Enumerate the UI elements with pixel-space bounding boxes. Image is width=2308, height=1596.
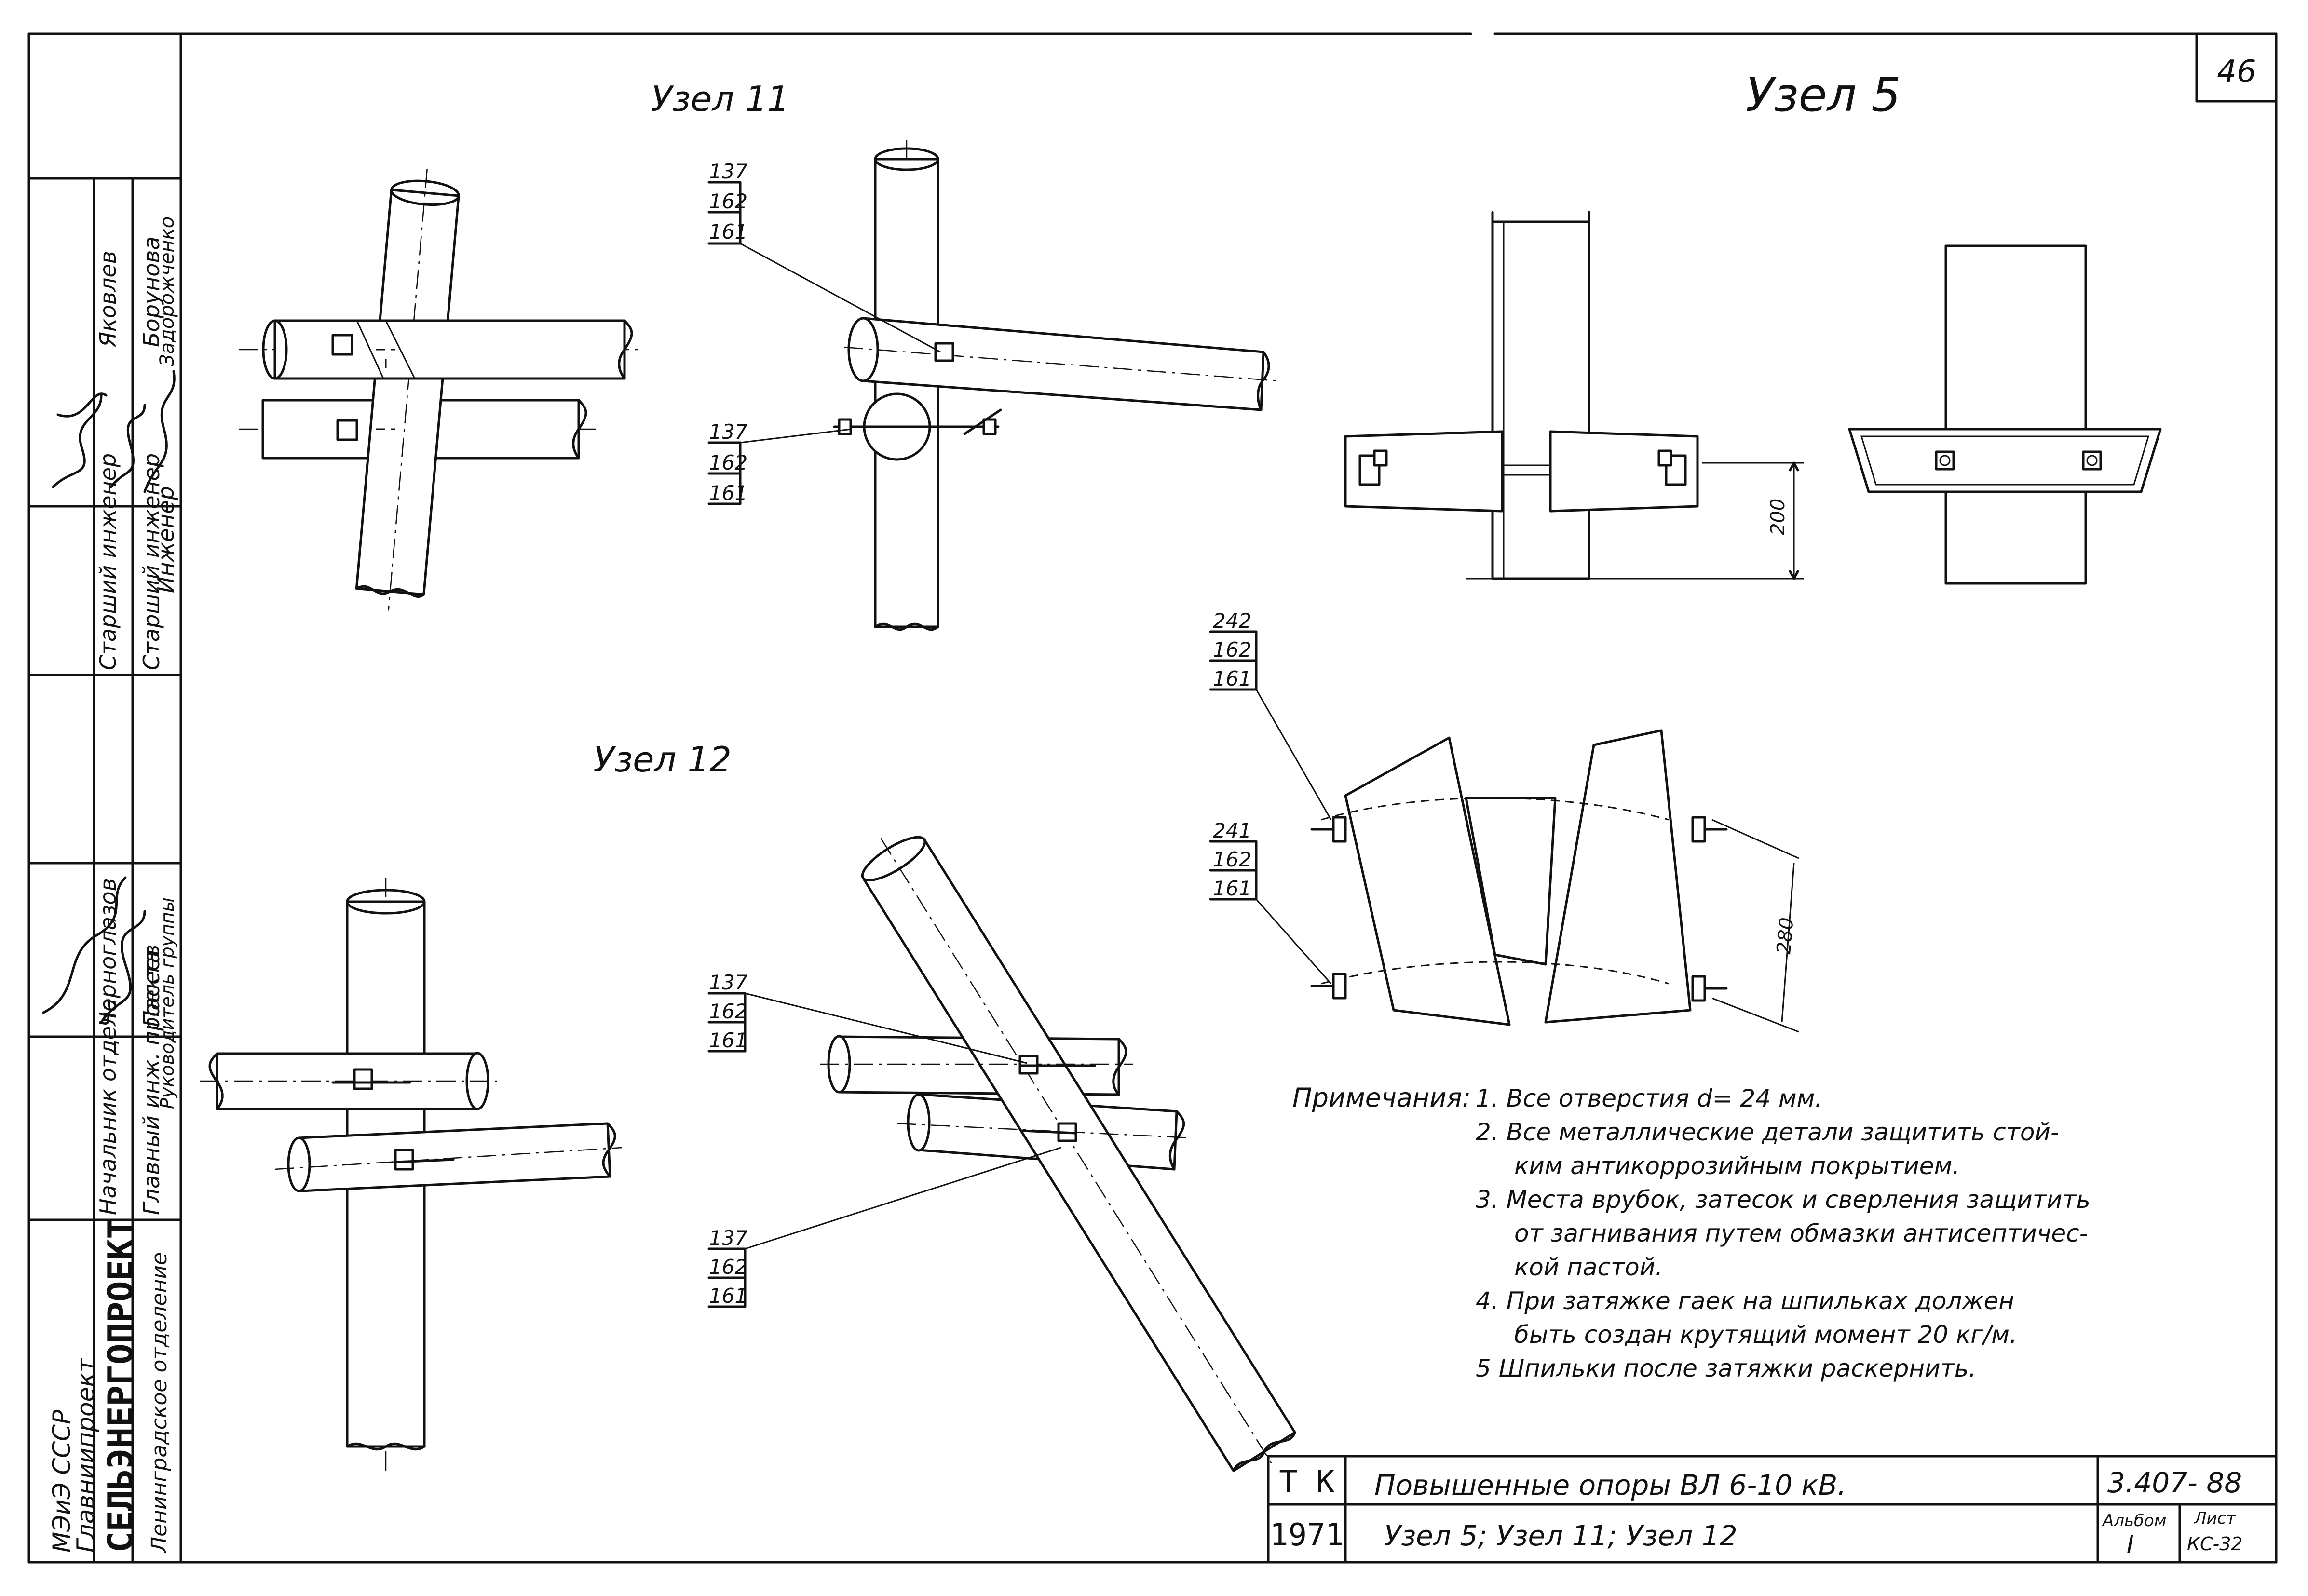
- role-label: Руководитель группы: [157, 897, 178, 1109]
- callout-label: 162: [709, 1255, 747, 1279]
- callout-label: 137: [709, 160, 747, 183]
- note-line: 1. Все отверстия d= 24 мм.: [1476, 1084, 1822, 1112]
- node5-title: Узел 5: [1746, 68, 1901, 122]
- org-institute: СЕЛЬЭНЕРГОПРОЕКТ: [100, 1218, 141, 1553]
- callout-label: 161: [709, 1284, 747, 1308]
- name-label: Пасеев: [138, 944, 164, 1027]
- drawing-code: 3.407- 88: [2107, 1466, 2242, 1499]
- role-label: Главный инж. проекта: [138, 950, 164, 1215]
- callout-label: 161: [1213, 667, 1251, 690]
- dimension-label: 200: [1767, 499, 1789, 535]
- node12-right-view: [820, 836, 1296, 1472]
- sheet-number-box: [2195, 32, 2278, 103]
- project-title: Повышенные опоры ВЛ 6-10 кВ.: [1374, 1469, 1846, 1501]
- callout-label: 137: [709, 1226, 747, 1250]
- callout-label: 162: [1213, 638, 1251, 662]
- note-line: быть создан крутящий момент 20 кг/м.: [1514, 1321, 2017, 1349]
- note-line: от загнивания путем обмазки антисептичес…: [1514, 1219, 2088, 1247]
- node12-callout-upper: [707, 992, 1028, 1064]
- left-stamp: [27, 177, 182, 1564]
- callout-label: 161: [1213, 877, 1251, 900]
- org-department: Главниипроект: [72, 1357, 100, 1553]
- org-ministry: МЭиЭ СССР: [48, 1409, 76, 1553]
- album-value: I: [2127, 1530, 2134, 1558]
- note-line: ким антикоррозийным покрытием.: [1514, 1152, 1960, 1180]
- callout-label: 162: [709, 189, 747, 213]
- sheet-title: Узел 5; Узел 11; Узел 12: [1384, 1519, 1738, 1552]
- callout-label: 162: [709, 451, 747, 474]
- sheet-number: 46: [2217, 54, 2256, 90]
- note-line: кой пастой.: [1514, 1253, 1663, 1281]
- node11-right-view: [833, 140, 1278, 631]
- notes: Примечания: 1. Все отверстия d= 24 мм. 2…: [1292, 1082, 2091, 1382]
- dimension-label: 280: [1773, 917, 1798, 955]
- role-label: Старший инженер: [95, 453, 121, 670]
- note-line: 3. Места врубок, затесок и сверления защ…: [1476, 1186, 2091, 1214]
- role-label: Старший инженер: [138, 453, 164, 670]
- note-line: 2. Все металлические детали защитить сто…: [1476, 1118, 2059, 1146]
- note-line: 4. При затяжке гаек на шпильках должен: [1476, 1287, 2014, 1315]
- album-label: Альбом: [2102, 1511, 2166, 1530]
- list-value: КС-32: [2187, 1533, 2243, 1555]
- callout-label: 162: [1213, 848, 1251, 871]
- role-label: Инженер: [153, 486, 179, 593]
- node11-callout-upper: [707, 181, 941, 353]
- sheet-frame: [27, 32, 2278, 1564]
- node12-title: Узел 12: [593, 739, 732, 780]
- notes-heading: Примечания:: [1292, 1082, 1471, 1113]
- name-label: Яковлев: [95, 251, 121, 348]
- callout-label: 161: [709, 481, 747, 505]
- node12-callout-lower: [707, 1147, 1061, 1308]
- org-branch: Ленинградское отделение: [147, 1252, 172, 1554]
- node5-side-view: [1848, 244, 2162, 585]
- node11-left-view: [239, 168, 639, 611]
- node5-callout-lower: [1209, 840, 1332, 984]
- callout-label: 137: [709, 420, 747, 444]
- node5-callout-upper: [1209, 630, 1332, 820]
- callout-label: 242: [1213, 609, 1251, 633]
- title-block: [1267, 1455, 2278, 1564]
- name-label: Борунова: [138, 236, 164, 347]
- callout-label: 241: [1213, 819, 1251, 842]
- node5-front-view: [1344, 211, 1804, 580]
- node11-callout-lower: [707, 428, 852, 505]
- list-label: Лист: [2193, 1509, 2236, 1528]
- name-label: Задорожченко: [156, 216, 178, 366]
- callout-label: 137: [709, 971, 747, 994]
- signatures: [42, 370, 176, 1024]
- node12-left-view: [200, 878, 623, 1475]
- note-line: 5 Шпильки после затяжки раскернить.: [1476, 1354, 1976, 1382]
- callout-label: 161: [709, 1028, 747, 1052]
- callout-label: 162: [709, 1000, 747, 1023]
- tk-label: Т К: [1279, 1464, 1335, 1500]
- role-label: Начальник отдела: [95, 998, 121, 1215]
- node5-section-detail: [1310, 729, 1799, 1033]
- node11-title: Узел 11: [651, 79, 789, 119]
- callout-label: 161: [709, 220, 747, 243]
- year-label: 1971: [1270, 1517, 1344, 1553]
